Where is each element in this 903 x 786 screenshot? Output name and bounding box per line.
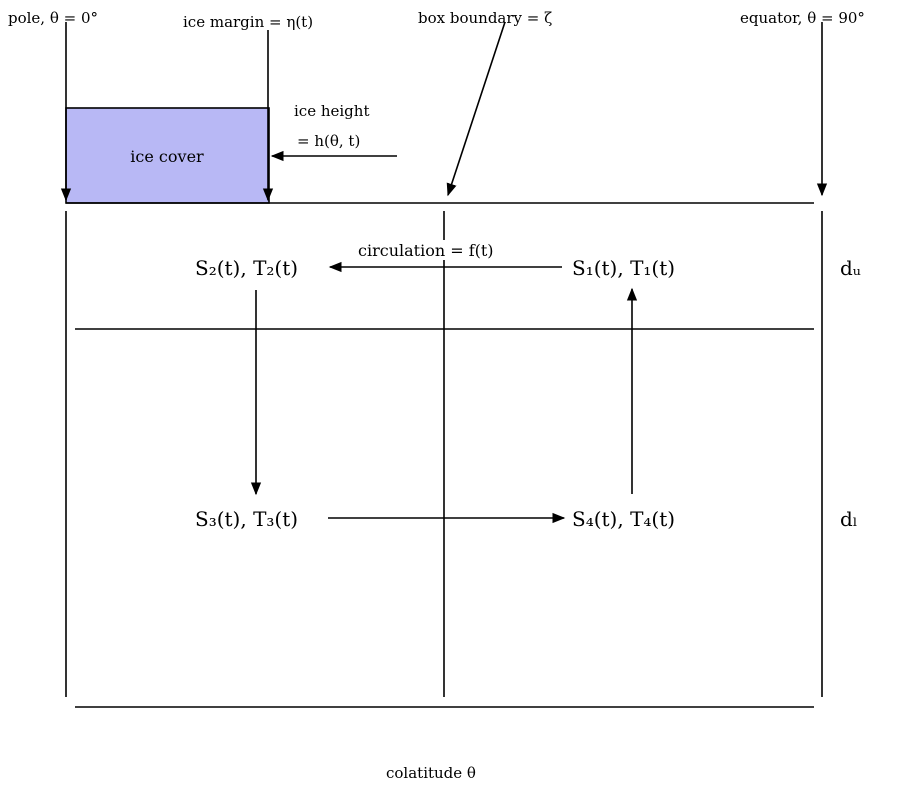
ice-margin-label: ice margin = η(t) xyxy=(183,13,313,31)
colatitude-axis-label: colatitude θ xyxy=(386,764,476,782)
circulation-label-bg xyxy=(356,240,532,260)
circulation-label: circulation = f(t) xyxy=(358,241,494,260)
ice-height-label-line1: ice height xyxy=(294,102,369,120)
box-boundary-arrow xyxy=(446,21,506,197)
equator-label: equator, θ = 90° xyxy=(740,9,865,27)
ice-cover-block xyxy=(65,107,270,204)
depth-upper-label: dᵤ xyxy=(840,256,861,280)
box3-label: S₃(t), T₃(t) xyxy=(195,507,298,531)
box4-label: S₄(t), T₄(t) xyxy=(572,507,675,531)
depth-lower-label: dₗ xyxy=(840,507,858,531)
box1-label: S₁(t), T₁(t) xyxy=(572,256,675,280)
box2-label: S₂(t), T₂(t) xyxy=(195,256,298,280)
box-boundary-label: box boundary = ζ xyxy=(418,9,552,27)
pole-label: pole, θ = 0° xyxy=(8,9,98,27)
ice-height-label-line2: = h(θ, t) xyxy=(297,132,360,150)
ice-cover-label: ice cover xyxy=(130,147,204,166)
